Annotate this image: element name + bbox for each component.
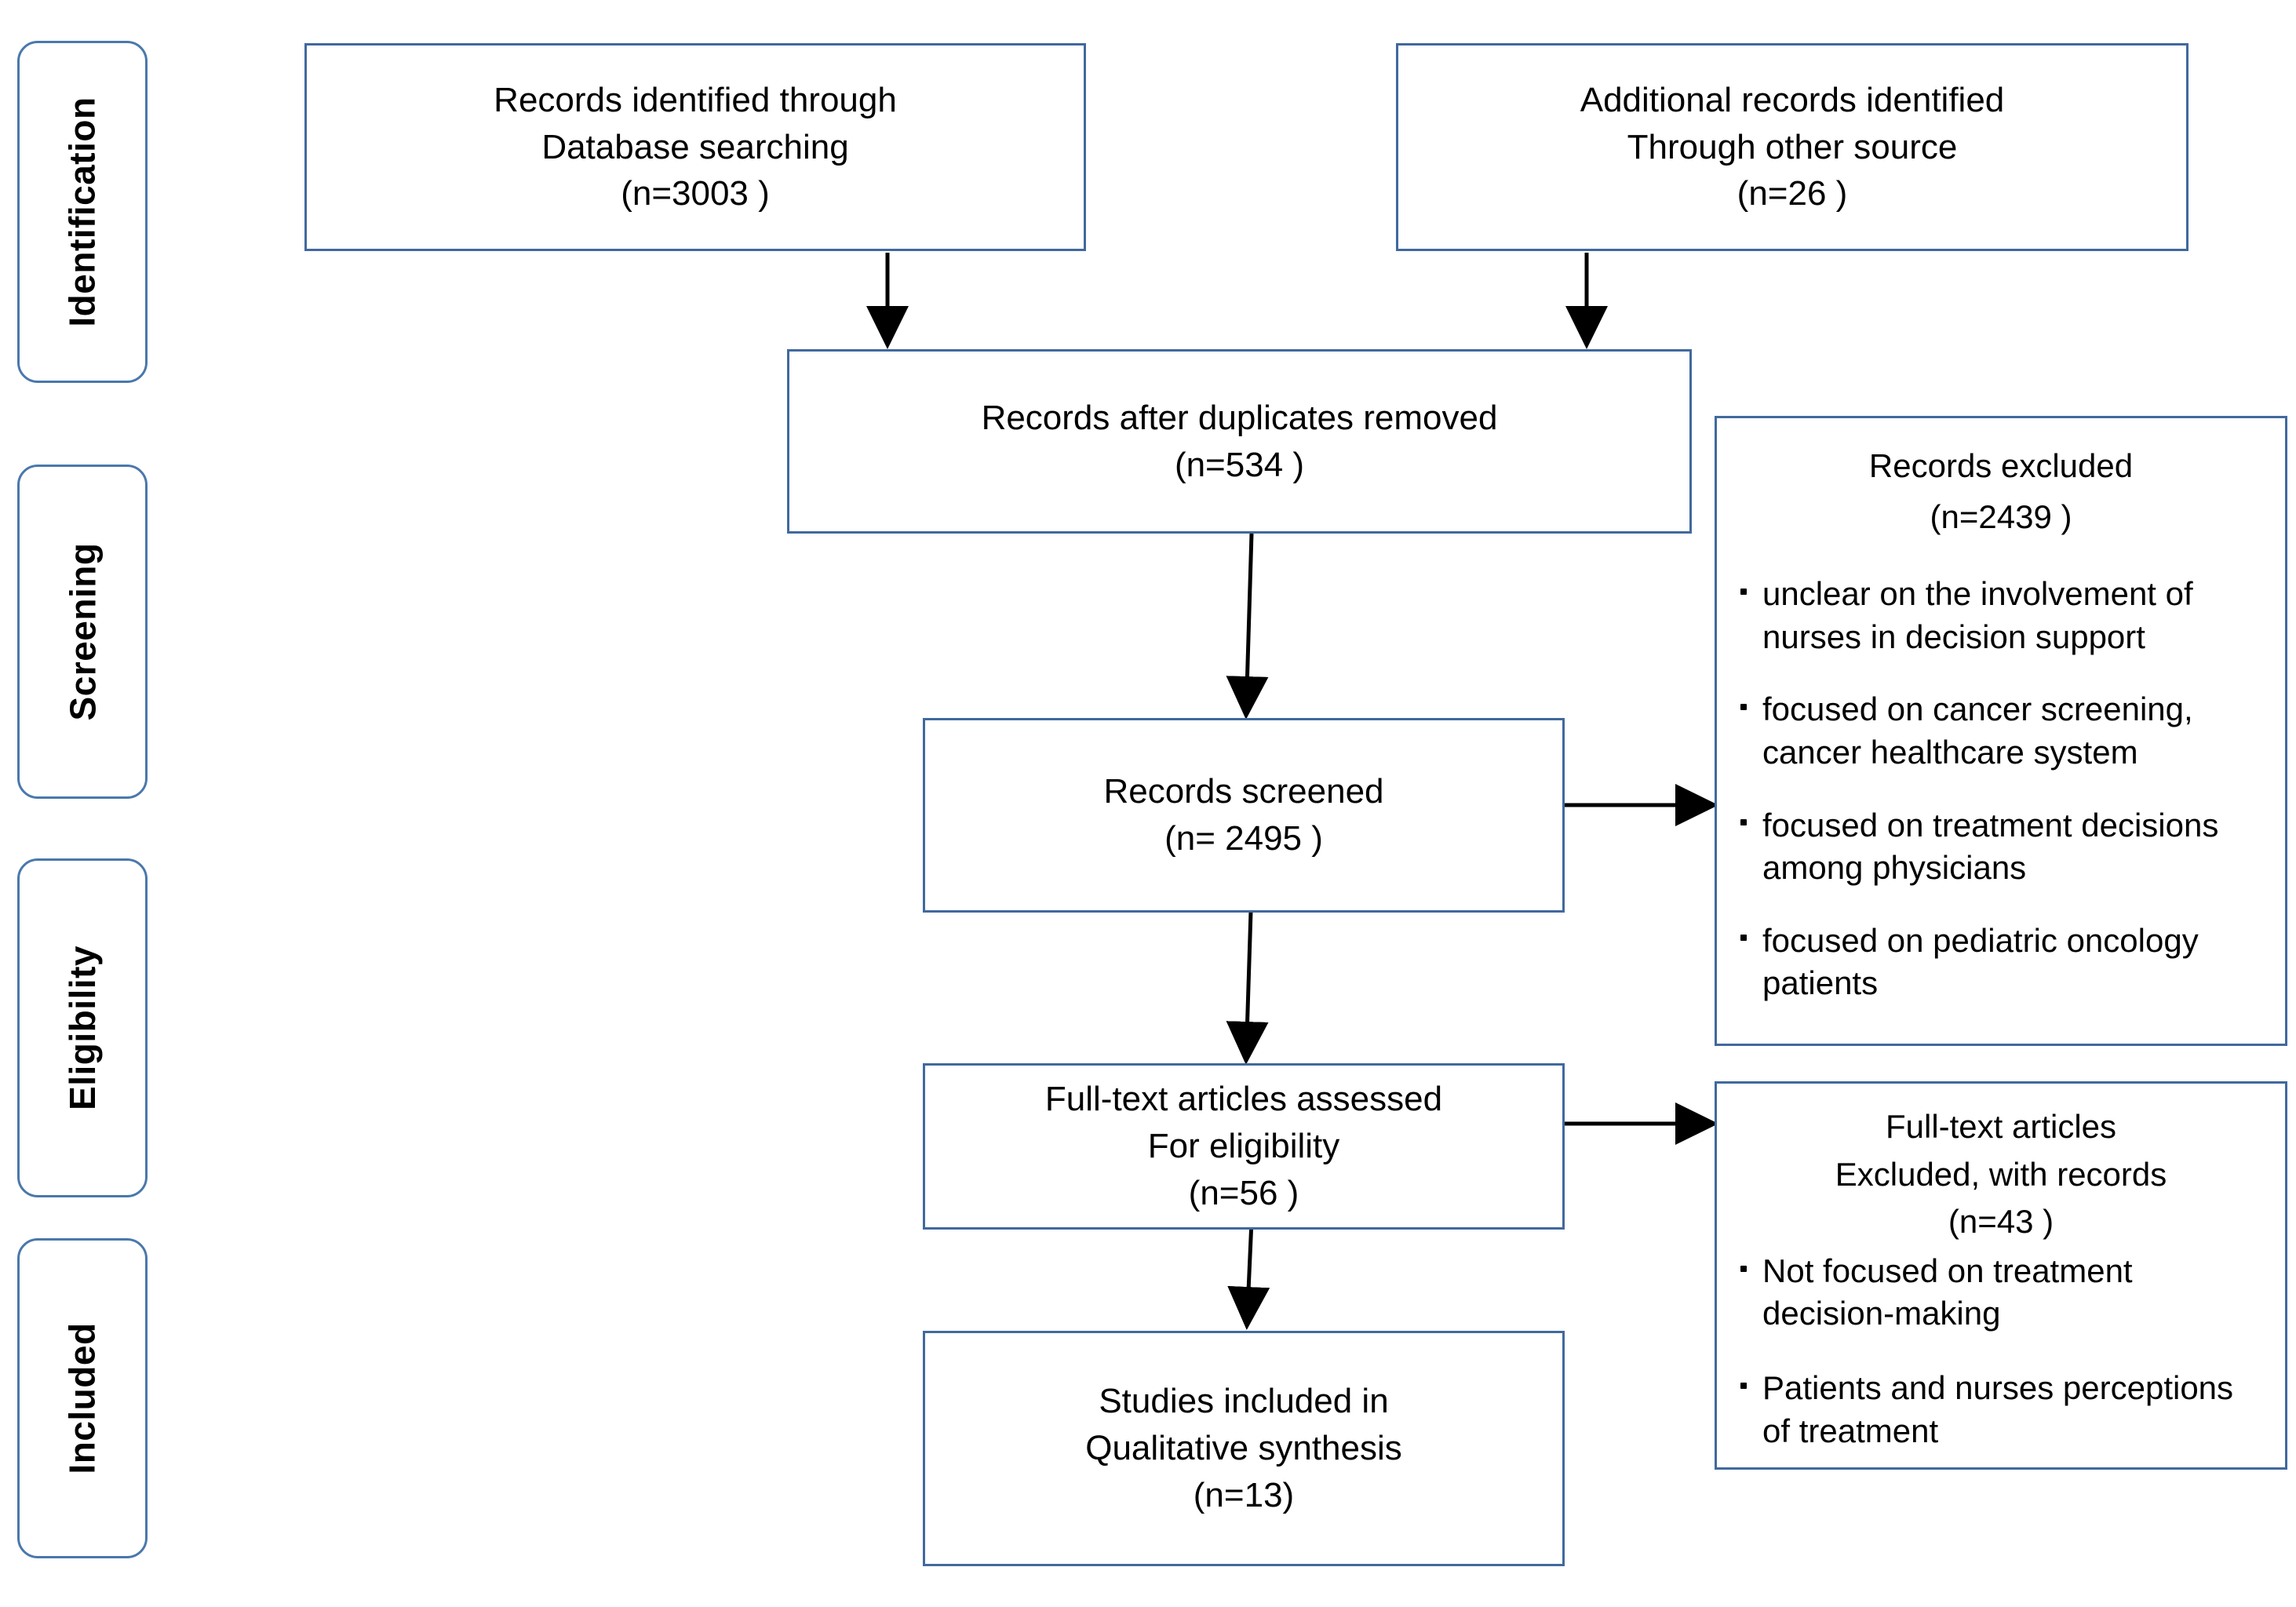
phase-label-included: Included <box>17 1238 148 1558</box>
box-records-excluded-reason-text: focused on cancer screening, cancer heal… <box>1762 691 2193 771</box>
box-records-excluded: Records excluded (n=2439 ) unclear on th… <box>1715 416 2287 1046</box>
phase-label-screening: Screening <box>17 465 148 799</box>
arrow-fulltext-to-included <box>1227 1220 1270 1330</box>
box-records-identified-database: Records identified through Database sear… <box>304 43 1086 251</box>
phase-label-eligibility-text: Eligibility <box>62 946 103 1110</box>
bullet-dot-icon <box>1740 819 1747 826</box>
box-records-excluded-count: (n=2439 ) <box>1930 497 2072 535</box>
bullet-dot-icon <box>1740 588 1747 595</box>
box-records-excluded-reason: focused on pediatric oncology patients <box>1736 920 2266 1005</box>
box-fulltext-articles-excluded-reason-text: Not focused on treatment decision-making <box>1762 1252 2133 1332</box>
box-records-identified-database-count: (n=3003 ) <box>621 174 770 213</box>
bullet-dot-icon <box>1740 1265 1747 1272</box>
arrow-screened-to-fulltext <box>1226 911 1269 1065</box>
box-records-excluded-reason: focused on cancer screening, cancer heal… <box>1736 688 2266 774</box>
box-fulltext-articles-excluded-title-line2: Excluded, with records <box>1835 1155 2167 1193</box>
box-fulltext-articles-assessed-count: (n=56 ) <box>1188 1173 1299 1212</box>
box-records-identified-database-line2: Database searching <box>541 127 849 166</box>
box-fulltext-articles-excluded-reason: Patients and nurses perceptions of treat… <box>1736 1367 2266 1452</box>
box-records-excluded-reason-text: focused on treatment decisions among phy… <box>1762 806 2219 887</box>
box-fulltext-articles-excluded-reason-list: Not focused on treatment decision-making… <box>1736 1250 2266 1452</box>
box-records-excluded-reason-text: unclear on the involvement of nurses in … <box>1762 575 2193 655</box>
box-records-excluded-reason: focused on treatment decisions among phy… <box>1736 804 2266 890</box>
bullet-dot-icon <box>1740 1382 1747 1389</box>
box-studies-included-count: (n=13) <box>1193 1475 1295 1514</box>
box-records-after-duplicates-removed-count: (n=534 ) <box>1174 445 1305 484</box>
box-fulltext-articles-excluded-title-line1: Full-text articles <box>1885 1108 2117 1145</box>
arrow-duplicates-to-screened <box>1226 533 1269 720</box>
phase-label-identification: Identification <box>17 41 148 383</box>
box-records-excluded-reason: unclear on the involvement of nurses in … <box>1736 573 2266 658</box>
box-records-after-duplicates-removed-line1: Records after duplicates removed <box>981 398 1498 437</box>
box-fulltext-articles-excluded-reason: Not focused on treatment decision-making <box>1736 1250 2266 1336</box>
box-studies-included-qualitative-synthesis: Studies included in Qualitative synthesi… <box>923 1331 1565 1566</box>
phase-label-identification-text: Identification <box>62 97 104 327</box>
box-fulltext-articles-excluded-reason-text: Patients and nurses perceptions of treat… <box>1762 1368 2234 1449</box>
bullet-dot-icon <box>1740 704 1747 711</box>
box-records-identified-database-line1: Records identified through <box>494 80 897 119</box>
box-records-screened-line1: Records screened <box>1103 772 1384 811</box>
box-fulltext-articles-excluded: Full-text articles Excluded, with record… <box>1715 1081 2287 1470</box>
phase-label-included-text: Included <box>62 1322 103 1474</box>
box-fulltext-articles-excluded-count: (n=43 ) <box>1948 1203 2054 1241</box>
box-records-screened: Records screened (n= 2495 ) <box>923 718 1565 913</box>
box-records-excluded-title: Records excluded <box>1868 447 2134 484</box>
box-additional-records-other-source-line2: Through other source <box>1627 127 1958 166</box>
phase-label-screening-text: Screening <box>62 542 104 721</box>
phase-label-eligibility: Eligibility <box>17 858 148 1197</box>
box-additional-records-other-source: Additional records identified Through ot… <box>1396 43 2188 251</box>
box-records-screened-count: (n= 2495 ) <box>1164 819 1323 858</box>
box-studies-included-line1: Studies included in <box>1099 1382 1389 1421</box>
box-studies-included-line2: Qualitative synthesis <box>1085 1429 1402 1468</box>
box-records-excluded-reason-text: focused on pediatric oncology patients <box>1762 921 2199 1002</box>
box-fulltext-articles-assessed-line2: For eligibility <box>1147 1127 1340 1166</box>
box-records-after-duplicates-removed: Records after duplicates removed (n=534 … <box>787 349 1692 534</box>
box-additional-records-other-source-line1: Additional records identified <box>1580 80 2005 119</box>
bullet-dot-icon <box>1740 935 1747 942</box>
box-fulltext-articles-assessed-line1: Full-text articles assessed <box>1044 1080 1443 1119</box>
box-additional-records-other-source-count: (n=26 ) <box>1737 174 1848 213</box>
box-fulltext-articles-assessed: Full-text articles assessed For eligibil… <box>923 1063 1565 1230</box>
box-records-excluded-reason-list: unclear on the involvement of nurses in … <box>1736 573 2266 1005</box>
